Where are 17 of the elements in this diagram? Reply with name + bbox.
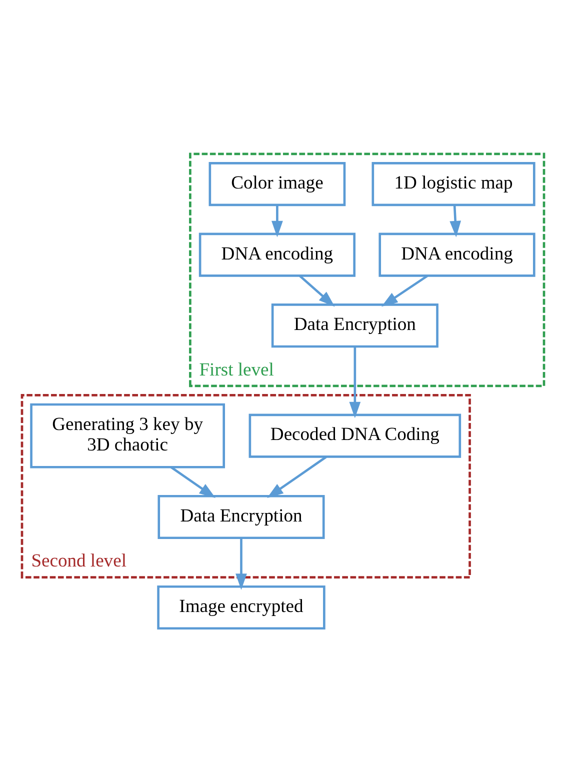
node-box: Data Encryption: [158, 494, 325, 539]
arrow: [267, 455, 327, 498]
arrow: [298, 274, 335, 306]
node-box: Generating 3 key by 3D chaotic: [30, 402, 225, 468]
arrow: [450, 204, 462, 237]
node-box: Data Encryption: [271, 303, 438, 348]
node-box: Color image: [208, 162, 346, 206]
arrow: [349, 346, 361, 418]
arrow: [272, 204, 283, 237]
node-box: DNA encoding: [378, 232, 536, 276]
node-box: 1D logistic map: [372, 162, 536, 206]
arrow: [170, 466, 216, 498]
arrow: [236, 538, 247, 590]
node-box: Image encrypted: [157, 584, 326, 630]
arrow: [381, 274, 428, 306]
node-box: DNA encoding: [198, 232, 356, 276]
node-box: Decoded DNA Coding: [248, 413, 462, 458]
